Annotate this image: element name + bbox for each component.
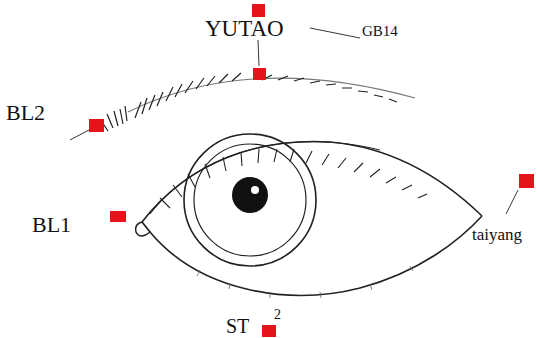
point-code: ST <box>226 316 249 336</box>
point-name: taiyang <box>472 226 522 243</box>
iris <box>184 134 316 266</box>
leader-lines <box>70 28 518 214</box>
point-code: BL1 <box>32 214 71 236</box>
point-code: GB14 <box>362 24 398 39</box>
point-code: BL2 <box>6 102 45 124</box>
point-name: YUTAO <box>205 17 284 40</box>
eyebrow <box>100 73 415 131</box>
acupoint-markers <box>89 4 534 337</box>
point-code: 2 <box>274 308 281 322</box>
